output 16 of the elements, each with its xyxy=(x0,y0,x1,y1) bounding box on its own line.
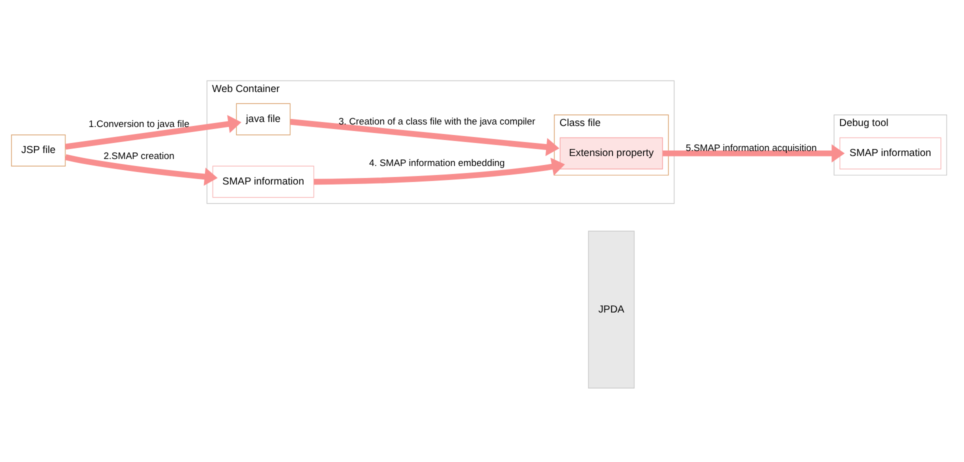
edge-label: 1.Conversion to java file xyxy=(88,118,190,130)
edge-label: 3. Creation of a class file with the java compiler xyxy=(338,116,536,128)
node-box: SMAP information xyxy=(212,165,314,198)
node-box: JSP file xyxy=(11,134,66,166)
node-box: java file xyxy=(236,102,291,135)
node-box: JPDA xyxy=(588,230,635,388)
arrow xyxy=(65,114,242,150)
arrow xyxy=(662,144,845,162)
arrow xyxy=(314,157,565,184)
arrow xyxy=(290,118,560,156)
edge-label: 4. SMAP information embedding xyxy=(369,158,505,169)
arrow xyxy=(64,154,218,186)
node-box: SMAP information xyxy=(840,136,942,169)
edge-label: 2.SMAP creation xyxy=(104,150,174,162)
node-box: Extension property xyxy=(560,136,663,169)
edge-label: 5.SMAP information acquisition xyxy=(686,142,817,154)
